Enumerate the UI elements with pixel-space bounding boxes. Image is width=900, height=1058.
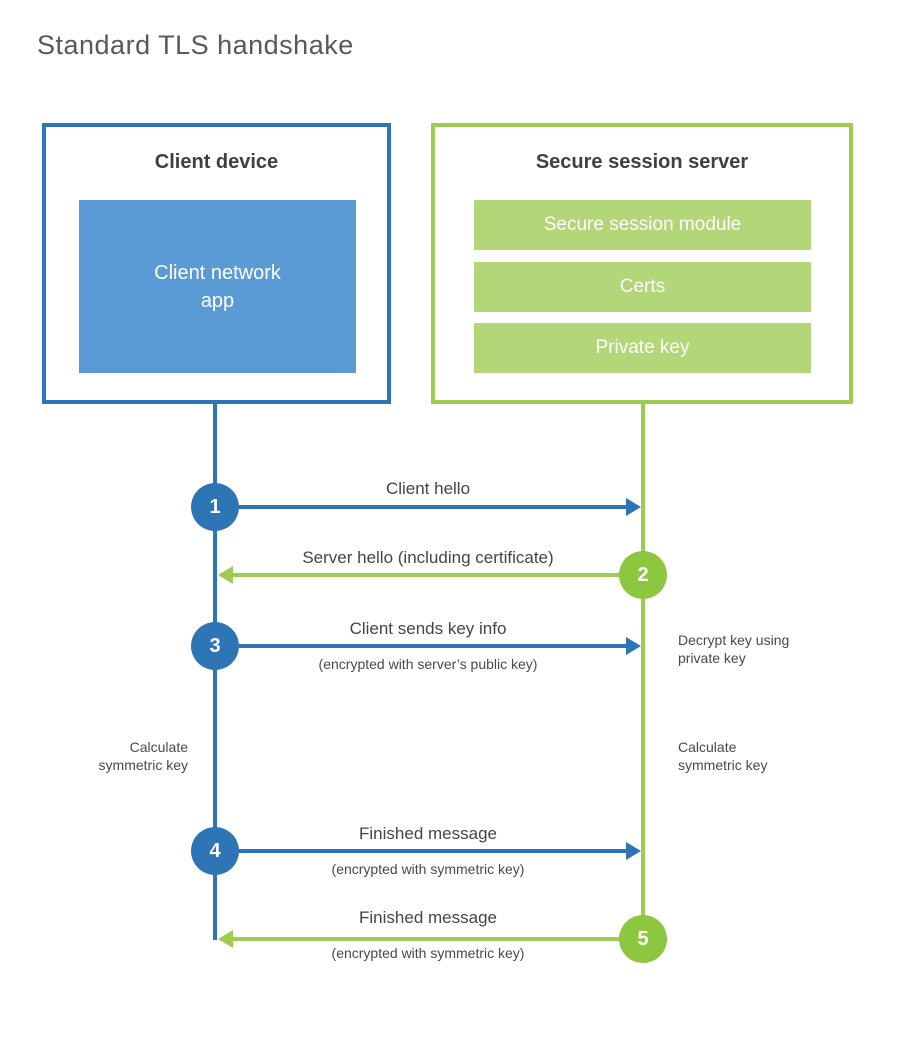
server-lifeline bbox=[641, 404, 645, 941]
secure-session-server-title: Secure session server bbox=[535, 151, 749, 173]
client-device-box: Client device Client network app bbox=[42, 123, 391, 404]
step-1-arrowhead-icon bbox=[626, 498, 641, 516]
step-3-badge: 3 bbox=[191, 622, 239, 670]
step-4-message-label: Finished message bbox=[359, 824, 497, 843]
step-5-badge: 5 bbox=[619, 915, 667, 963]
step-4-arrowhead-icon bbox=[626, 842, 641, 860]
step-2-badge: 2 bbox=[619, 551, 667, 599]
step-3-arrow bbox=[239, 644, 626, 648]
server-module-bar: Secure session module bbox=[474, 200, 811, 250]
client-network-app-box: Client network app bbox=[79, 200, 356, 373]
step-1-arrow bbox=[239, 505, 626, 509]
step-4-arrow bbox=[239, 849, 626, 853]
server-module-label: Certs bbox=[619, 276, 666, 297]
server-module-bar: Private key bbox=[474, 323, 811, 373]
note-decrypt-key: Decrypt key using private key bbox=[678, 632, 790, 666]
step-4-badge: 4 bbox=[191, 827, 239, 875]
step-3-message-label: Client sends key info bbox=[349, 619, 507, 638]
step-4-message-sublabel: (encrypted with symmetric key) bbox=[331, 861, 525, 877]
step-1-badge: 1 bbox=[191, 483, 239, 531]
step-5-arrow bbox=[233, 937, 621, 941]
client-network-app-label: Client network app bbox=[154, 261, 281, 312]
server-module-label: Private key bbox=[595, 337, 690, 358]
secure-session-server-box: Secure session server Secure session mod… bbox=[431, 123, 853, 404]
client-device-title: Client device bbox=[154, 151, 279, 173]
step-5-message-sublabel: (encrypted with symmetric key) bbox=[331, 945, 525, 961]
step-2-arrow bbox=[233, 573, 621, 577]
step-5-arrowhead-icon bbox=[218, 930, 233, 948]
server-module-label: Secure session module bbox=[543, 214, 742, 235]
server-module-bar: Certs bbox=[474, 262, 811, 312]
step-3-arrowhead-icon bbox=[626, 637, 641, 655]
step-5-message-label: Finished message bbox=[359, 908, 497, 927]
step-2-message-label: Server hello (including certificate) bbox=[302, 548, 554, 567]
step-3-message-sublabel: (encrypted with server’s public key) bbox=[318, 656, 538, 672]
step-2-arrowhead-icon bbox=[218, 566, 233, 584]
client-lifeline bbox=[213, 404, 217, 940]
step-1-message-label: Client hello bbox=[385, 479, 471, 498]
note-calculate-symmetric-key-server: Calculate symmetric key bbox=[678, 739, 768, 773]
note-calculate-symmetric-key-client: Calculate symmetric key bbox=[98, 739, 188, 773]
page-title: Standard TLS handshake bbox=[37, 30, 354, 60]
